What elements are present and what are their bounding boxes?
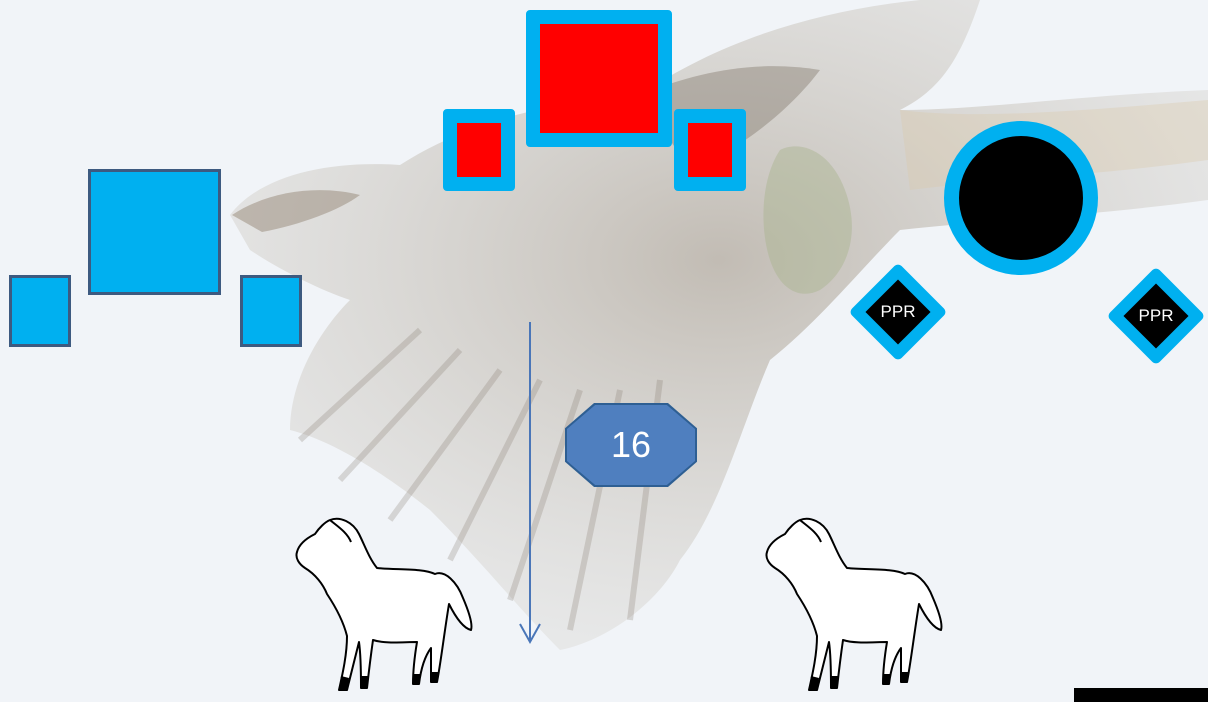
ppr-label-left: PPR bbox=[843, 257, 953, 367]
horse-icon[interactable] bbox=[285, 512, 480, 692]
left-small-square-right[interactable] bbox=[240, 275, 302, 347]
number-badge[interactable]: 16 bbox=[567, 405, 695, 485]
black-corner-tab bbox=[1074, 688, 1208, 702]
ppr-label-right: PPR bbox=[1101, 261, 1208, 371]
top-left-small-red-square[interactable] bbox=[443, 109, 515, 191]
down-arrow-icon bbox=[510, 318, 550, 648]
left-small-square-left[interactable] bbox=[9, 275, 71, 347]
black-circle[interactable] bbox=[944, 121, 1098, 275]
ppr-diamond-right[interactable]: PPR bbox=[1101, 261, 1208, 371]
left-large-square[interactable] bbox=[88, 169, 221, 295]
horse-icon[interactable] bbox=[755, 512, 950, 692]
top-center-large-red-square[interactable] bbox=[526, 10, 672, 147]
ppr-diamond-left[interactable]: PPR bbox=[843, 257, 953, 367]
top-right-small-red-square[interactable] bbox=[674, 109, 746, 191]
